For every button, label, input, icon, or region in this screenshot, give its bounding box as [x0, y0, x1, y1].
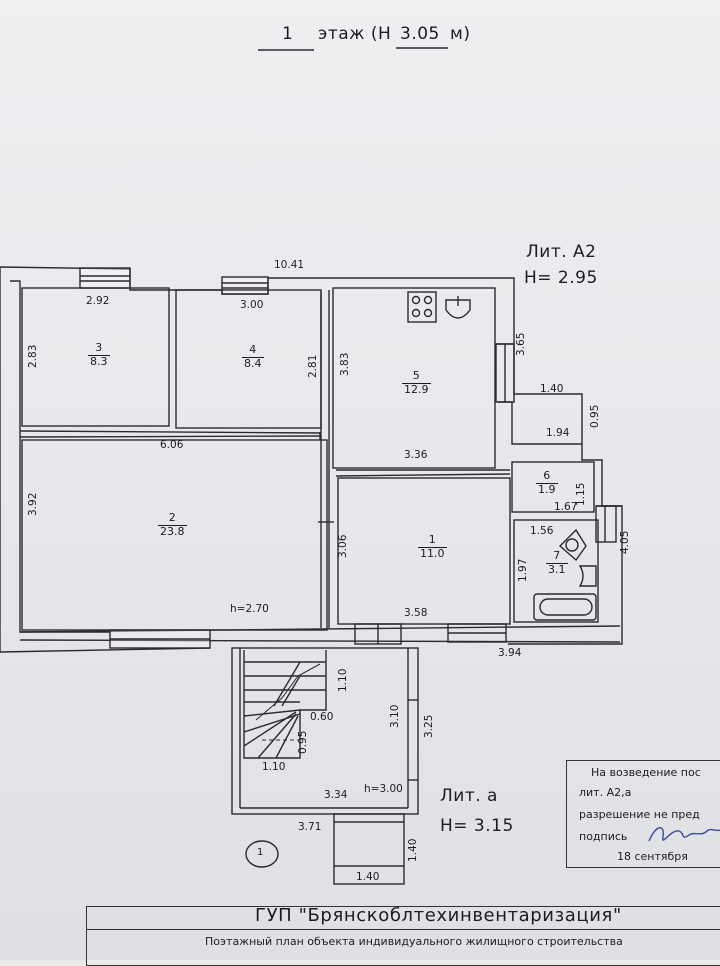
lit-a-height: Н= 3.15 [440, 816, 514, 836]
dim-porch-140-v: 1.40 [407, 838, 419, 862]
dim-stair-060: 0.60 [310, 711, 334, 723]
dim-394: 3.94 [498, 647, 522, 659]
dim-r1-width: 3.58 [404, 607, 428, 619]
dim-veranda-334: 3.34 [324, 789, 348, 801]
dim-115: 1.15 [575, 482, 587, 506]
dim-r4-width: 3.00 [240, 299, 264, 311]
floor-number: 1 [282, 24, 294, 44]
dim-stair-110: 1.10 [262, 761, 286, 773]
dim-194: 1.94 [546, 427, 570, 439]
dim-405: 4.05 [619, 530, 631, 554]
stamp-line-2: лит. А2,а [579, 786, 632, 799]
dim-197: 1.97 [517, 558, 529, 582]
organization-name: ГУП "Брянскоблтехинвентаризация" [255, 905, 622, 926]
floor-height: 3.05 [400, 24, 440, 44]
dim-h-270: h=2.70 [230, 603, 269, 615]
dim-r2-width: 6.06 [160, 439, 184, 451]
dim-top-total: 10.41 [274, 259, 305, 271]
dim-156: 1.56 [530, 525, 554, 537]
dim-veranda-310: 3.10 [389, 704, 401, 728]
dim-a2-right: 3.65 [515, 332, 527, 356]
title-divider [87, 929, 720, 930]
dim-095: 0.95 [589, 404, 601, 428]
lit-a2-height: Н= 2.95 [524, 268, 598, 288]
title-block: ГУП "Брянскоблтехинвентаризация" Поэтажн… [86, 905, 720, 966]
stamp-line-3: разрешение не пред [579, 808, 700, 821]
dim-stair-095: 0.95 [297, 730, 309, 754]
dim-140-top: 1.40 [540, 383, 564, 395]
dim-371: 3.71 [298, 821, 322, 833]
dim-veranda-110a: 1.10 [337, 668, 349, 692]
floor-unit: м) [450, 24, 471, 44]
dim-r2-height: 3.92 [27, 492, 39, 516]
stamp-line-5: 18 сентября [617, 850, 688, 863]
floor-label: этаж (Н [318, 24, 392, 44]
signature-icon [648, 827, 720, 842]
document-subtitle: Поэтажный план объекта индивидуального ж… [205, 935, 623, 948]
lit-a-label: Лит. а [440, 786, 498, 806]
dim-r1-top: 3.36 [404, 449, 428, 461]
stamp-line-1: На возведение пос [591, 766, 701, 779]
dim-r5-height: 3.83 [339, 352, 351, 376]
dim-r3-height: 2.83 [27, 344, 39, 368]
dim-r1-height: 3.06 [337, 534, 349, 558]
dim-167: 1.67 [554, 501, 578, 513]
stamp-line-4: подпись [579, 830, 628, 843]
permit-stamp: На возведение пос лит. А2,а разрешение н… [566, 760, 720, 868]
lit-a2-label: Лит. А2 [526, 242, 597, 262]
circle-mark: 1 [257, 847, 264, 858]
dim-r3-width: 2.92 [86, 295, 110, 307]
dim-porch-140-h: 1.40 [356, 871, 380, 883]
dim-r4-height: 2.81 [307, 354, 319, 378]
dim-veranda-325: 3.25 [423, 714, 435, 738]
dim-h-300: h=3.00 [364, 783, 403, 795]
